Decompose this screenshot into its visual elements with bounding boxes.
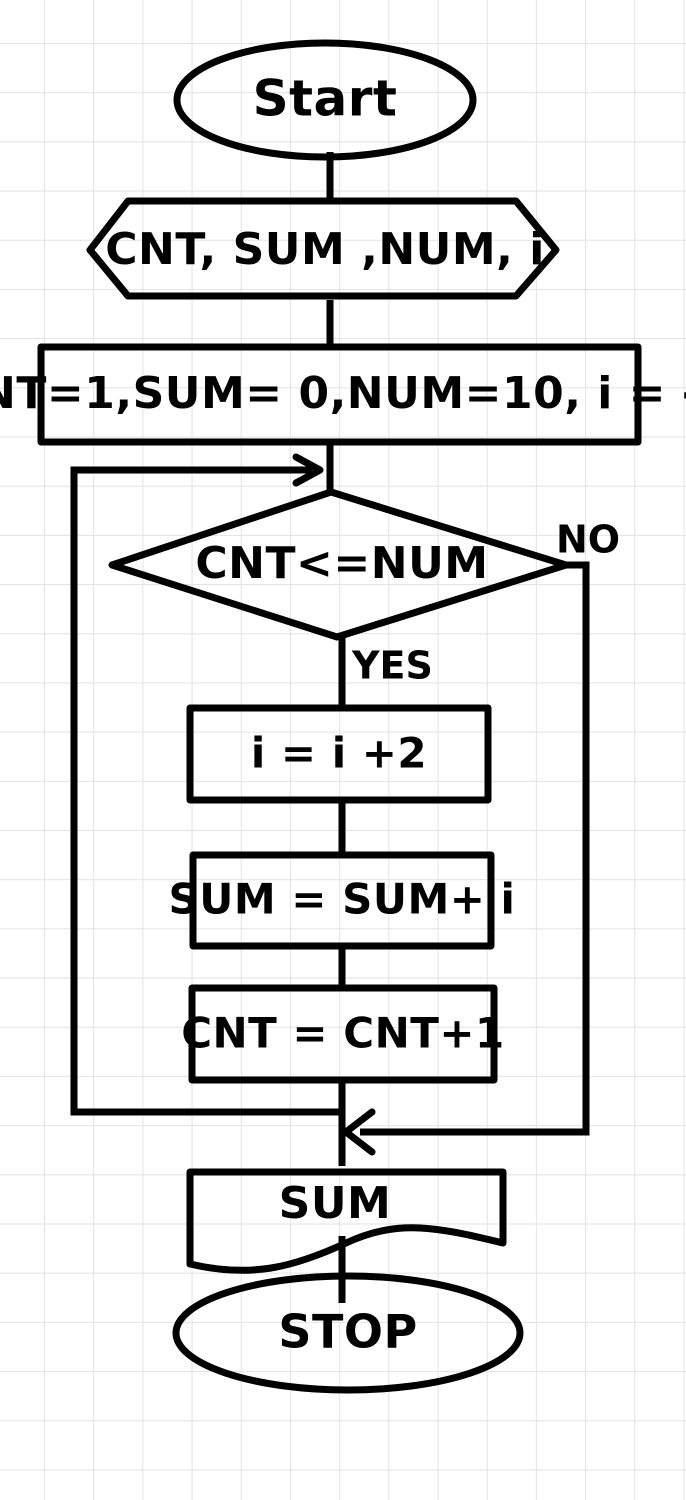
edge-loopback-to-condition: [70, 466, 346, 1116]
arrowhead-loopback: [292, 453, 324, 487]
init-rect: [37, 343, 642, 446]
accumulate-rect: [189, 851, 495, 950]
accumulate-label: SUM = SUM+ i: [169, 875, 516, 924]
edge-condition-no: [360, 561, 590, 1136]
incr-cnt-label: CNT = CNT+1: [181, 1009, 505, 1058]
declare-hexagon: [86, 197, 560, 300]
start-ellipse: [173, 39, 477, 161]
node-stop[interactable]: STOP: [172, 1272, 524, 1394]
declare-label: CNT, SUM ,NUM, i: [105, 224, 545, 275]
node-accumulate[interactable]: SUM = SUM+ i: [169, 851, 516, 950]
incr-i-rect: [186, 704, 492, 804]
start-label: Start: [253, 70, 398, 128]
arrowhead-no-branch: [342, 1108, 376, 1156]
node-incr-cnt[interactable]: CNT = CNT+1: [181, 984, 505, 1084]
output-document: [186, 1168, 507, 1274]
node-declare[interactable]: CNT, SUM ,NUM, i: [86, 197, 560, 300]
init-label: CNT=1,SUM= 0,NUM=10, i = -1: [0, 368, 686, 419]
incr-i-label: i = i +2: [251, 729, 427, 778]
node-init[interactable]: CNT=1,SUM= 0,NUM=10, i = -1: [0, 343, 686, 446]
condition-diamond: [108, 488, 570, 641]
stop-ellipse: [172, 1272, 524, 1394]
branch-label-yes: YES: [351, 644, 433, 688]
incr-cnt-rect: [188, 984, 498, 1084]
node-output[interactable]: SUM: [186, 1168, 507, 1274]
node-condition[interactable]: CNT<=NUM: [108, 488, 570, 641]
node-start[interactable]: Start: [173, 39, 477, 161]
condition-label: CNT<=NUM: [195, 538, 488, 589]
branch-label-no: NO: [556, 518, 620, 562]
output-label: SUM: [279, 1178, 392, 1229]
stop-label: STOP: [278, 1305, 417, 1359]
node-incr-i[interactable]: i = i +2: [186, 704, 492, 804]
